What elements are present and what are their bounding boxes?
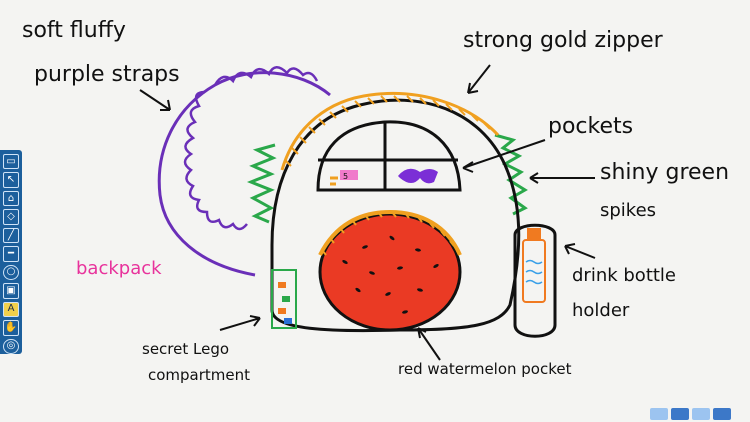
label-holder: holder xyxy=(572,300,630,321)
label-strong-gold-zipper: strong gold zipper xyxy=(463,28,663,53)
page-prev-button[interactable] xyxy=(650,408,668,420)
line-icon[interactable]: ━ xyxy=(3,246,19,262)
pen-icon[interactable]: ╱ xyxy=(3,227,19,244)
target-icon[interactable]: ◎ xyxy=(3,338,19,354)
hand-icon[interactable]: ✋ xyxy=(3,320,19,336)
stamp-icon[interactable]: ▣ xyxy=(3,283,19,299)
gold-zipper xyxy=(280,91,500,171)
sunglasses xyxy=(398,168,438,184)
grid-view-button[interactable] xyxy=(692,408,710,420)
label-red-watermelon-pocket: red watermelon pocket xyxy=(398,360,572,378)
page-indicator xyxy=(671,408,689,420)
tool-palette: ▭ ↖ ⌂ ◇ ╱ ━ ○ ▣ A ✋ ◎ xyxy=(0,150,22,354)
label-soft-fluffy: soft fluffy xyxy=(22,18,126,43)
lego-compartment xyxy=(271,269,297,329)
label-secret-lego: secret Lego xyxy=(142,340,230,358)
annotation-arrows xyxy=(139,64,596,361)
select-icon[interactable]: ▭ xyxy=(3,154,19,170)
page-next-button[interactable] xyxy=(713,408,731,420)
label-compartment: compartment xyxy=(148,366,251,384)
eraser-icon[interactable]: ◇ xyxy=(3,209,19,225)
bottle-holder xyxy=(513,223,557,338)
fluffy-strap-edge xyxy=(183,66,319,231)
green-spikes-left xyxy=(246,143,277,224)
home-icon[interactable]: ⌂ xyxy=(3,190,19,207)
label-purple-straps: purple straps xyxy=(34,62,180,87)
watermelon-seeds xyxy=(342,235,439,314)
watermelon-pocket xyxy=(318,212,462,332)
circle-icon[interactable]: ○ xyxy=(3,264,19,281)
pockets-window xyxy=(316,120,462,192)
label-backpack: backpack xyxy=(76,258,162,279)
label-pockets: pockets xyxy=(548,114,634,139)
svg-text:5: 5 xyxy=(343,172,348,181)
label-shiny-green: shiny green xyxy=(600,160,730,185)
text-icon[interactable]: A xyxy=(3,301,19,318)
label-drink-bottle: drink bottle xyxy=(572,265,677,286)
label-spikes: spikes xyxy=(600,200,657,221)
status-controls xyxy=(650,406,750,422)
pointer-icon[interactable]: ↖ xyxy=(3,172,19,188)
purple-strap xyxy=(157,71,331,277)
